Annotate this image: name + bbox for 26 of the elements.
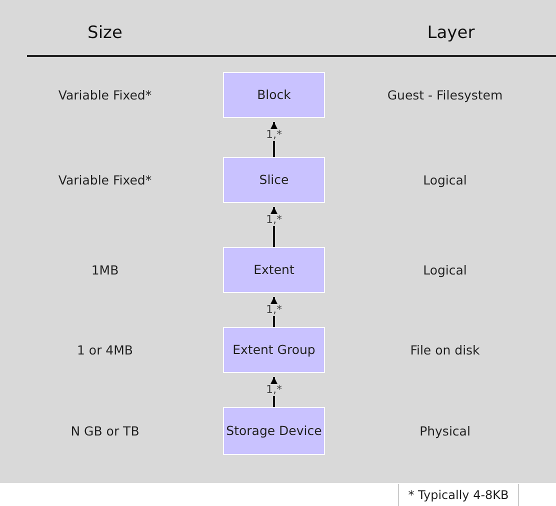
layer-name: Guest - Filesystem [387,88,503,102]
column-header: Size [88,23,122,43]
size-value: Variable Fixed* [58,172,152,188]
edge-label: 1,* [265,304,283,316]
process-box: Block [223,72,325,118]
edge-label: 1,* [265,128,283,142]
size-value: 1 or 4MB [77,342,133,358]
process-box: Slice [223,157,325,203]
arrow [270,122,278,157]
size-value: N GB or TB [70,424,140,438]
layer-name: Logical [423,262,467,278]
size-value: 1MB [91,262,119,278]
size-value: Variable Fixed* [58,88,152,102]
arrow [270,377,278,407]
arrow [270,207,278,247]
column-header: Layer [427,23,475,43]
layer-name: Logical [423,172,467,188]
process-box: Extent [223,247,325,293]
layer-name: Physical [420,424,470,438]
footnote: * Typically 4-8KB [398,484,519,506]
edge-label: 1,* [265,214,283,226]
process-box: Extent Group [223,327,325,373]
edge-label: 1,* [265,384,283,396]
process-box: Storage Device [223,407,325,455]
layer-name: File on disk [410,342,480,358]
arrow [270,297,278,327]
